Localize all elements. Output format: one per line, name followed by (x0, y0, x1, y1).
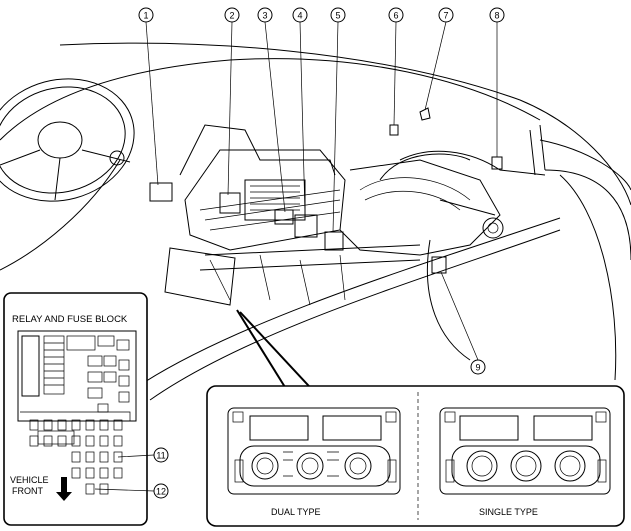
callout-6: 6 (393, 11, 398, 21)
dual-type-control-unit (227, 407, 401, 495)
part-1 (149, 182, 173, 202)
steering-wheel (0, 78, 135, 202)
climate-control-detail-panel: DUAL TYPE SINGLE TYPE (206, 385, 625, 527)
callout-1: 1 (143, 11, 148, 21)
leader-lines (145, 21, 498, 401)
callout-11: 11 (156, 451, 165, 461)
part-4 (294, 214, 318, 238)
callout-2: 2 (229, 11, 234, 21)
dual-type-label: DUAL TYPE (271, 507, 321, 517)
single-type-label: SINGLE TYPE (479, 507, 538, 517)
dashboard-hvac-assembly (179, 124, 546, 306)
component-parts (149, 107, 503, 306)
relay-block-title: RELAY AND FUSE BLOCK (12, 314, 128, 325)
vehicle-front-label-line1: VEHICLE (10, 475, 49, 485)
callout-9: 9 (475, 363, 480, 373)
fuse-rows (29, 419, 123, 495)
callout-5: 5 (335, 11, 340, 21)
vehicle-front-label-line2: FRONT (12, 486, 43, 496)
relay-fuse-block-panel: RELAY AND FUSE BLOCK (3, 292, 155, 526)
relay-fuse-block-location (164, 247, 236, 306)
part-5 (324, 231, 344, 251)
part-6 (389, 124, 399, 136)
callout-3: 3 (262, 11, 267, 21)
callout-4: 4 (297, 11, 302, 21)
single-type-control-unit (439, 407, 611, 495)
part-8 (491, 156, 503, 170)
callout-7: 7 (443, 11, 448, 21)
callout-8: 8 (494, 11, 499, 21)
part-2 (219, 192, 241, 214)
callout-12: 12 (156, 487, 166, 497)
part-3 (274, 209, 294, 225)
arrow-down-icon (56, 477, 72, 501)
part-9 (431, 256, 447, 274)
vehicle-body-outline (0, 42, 631, 401)
